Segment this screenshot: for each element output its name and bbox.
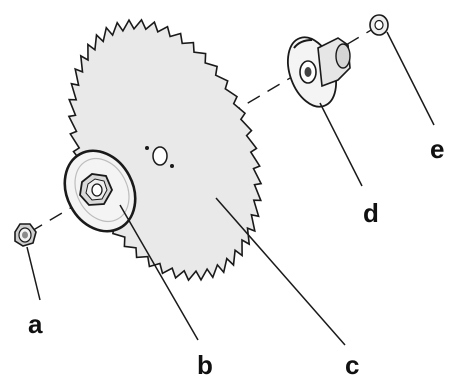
label-a: a bbox=[28, 309, 43, 339]
leader-line-a bbox=[27, 247, 40, 300]
blade-pin-hole bbox=[170, 164, 174, 168]
blade-pin-hole bbox=[145, 146, 149, 150]
small-washer bbox=[370, 15, 388, 35]
label-c: c bbox=[345, 350, 359, 378]
small-lock-nut bbox=[15, 224, 36, 246]
blade-bore bbox=[153, 147, 167, 165]
label-b: b bbox=[197, 350, 213, 378]
label-e: e bbox=[430, 134, 444, 164]
leader-line-e bbox=[387, 32, 434, 125]
leader-line-d bbox=[320, 103, 362, 186]
label-d: d bbox=[363, 198, 379, 228]
inner-flange bbox=[279, 31, 350, 114]
leader-line-c bbox=[216, 198, 345, 345]
